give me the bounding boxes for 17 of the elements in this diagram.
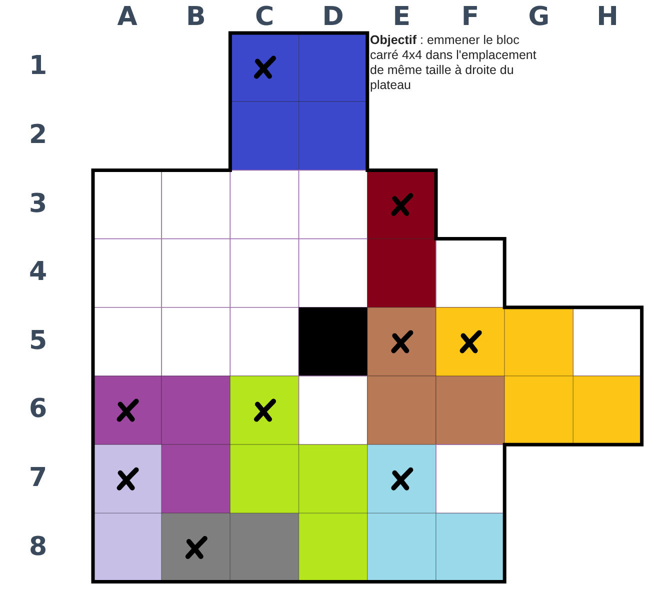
row-label: 6 (28, 394, 48, 424)
column-label: H (596, 2, 620, 32)
row-label: 2 (28, 120, 48, 150)
column-label: F (460, 2, 480, 32)
column-label: E (392, 2, 412, 32)
row-label: 5 (28, 326, 48, 356)
column-label: D (321, 2, 345, 32)
row-label: 8 (28, 532, 48, 562)
column-label: A (116, 2, 138, 32)
row-label: 7 (28, 462, 48, 493)
row-label: 4 (28, 257, 48, 288)
row-label: 3 (28, 188, 48, 218)
column-label: C (254, 2, 276, 32)
objective-note: Objectif : emmener le bloc carré 4x4 dans l'emplacement de même taille à droite du plateau (370, 33, 538, 93)
column-label: B (184, 2, 207, 32)
column-label: G (527, 2, 551, 32)
row-label: 1 (28, 51, 48, 82)
